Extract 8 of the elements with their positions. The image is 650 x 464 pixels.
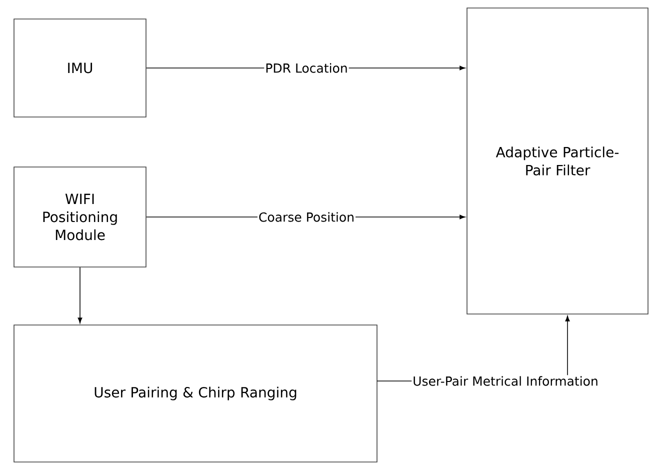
arrow	[78, 267, 82, 324]
edge-label: Coarse Position	[258, 211, 356, 223]
edge-label: User-Pair Metrical Information	[412, 375, 600, 387]
process-box: Adaptive Particle-Pair Filter	[466, 8, 648, 314]
process-box: IMU	[14, 18, 146, 118]
edge-label: PDR Location	[264, 62, 349, 74]
process-box: WIFI Positioning Module	[14, 166, 146, 268]
process-box: User Pairing & Chirp Ranging	[14, 324, 378, 462]
